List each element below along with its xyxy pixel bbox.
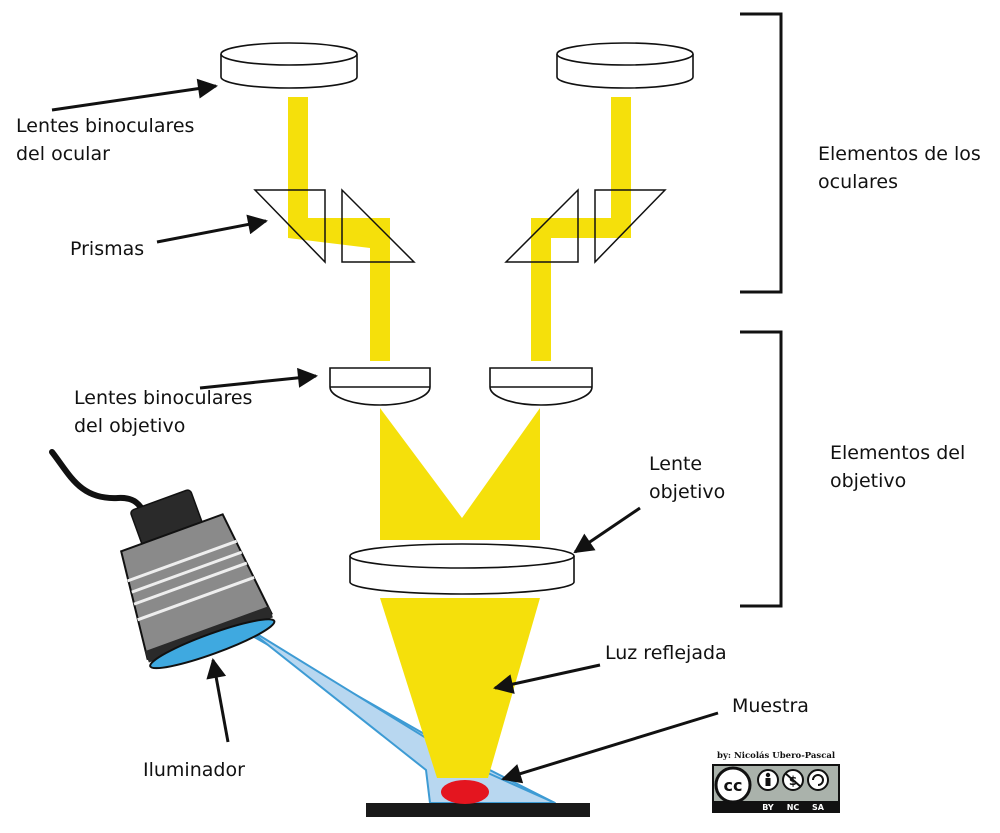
sample [441,780,489,804]
right-objective-lens [489,367,593,406]
label-sample: Muestra [732,695,809,717]
arrow-sample [501,711,719,784]
label-eyepiece-lenses-line1: Lentes binoculares [16,115,194,137]
license-nc: NC [787,803,800,812]
license-by: BY [762,803,774,812]
label-eyepiece-group-line2: oculares [818,171,898,193]
label-objective-lenses-line1: Lentes binoculares [74,387,252,409]
reflected-light-beam [380,598,540,778]
label-eyepiece-lenses-line2: del ocular [16,143,110,165]
right-prisms [504,188,667,264]
label-objective-lens-line2: objetivo [649,481,725,503]
arrow-illuminator [206,658,230,743]
label-objective-lens-line1: Lente [649,453,702,475]
sharealike-icon [807,769,829,791]
author-credit: by: Nicolás Ubero-Pascal [717,750,836,761]
right-light-path [531,97,631,361]
cc-license-badge[interactable]: cc $ BY NC SA [712,764,840,813]
light-beam-v [380,408,540,540]
arrow-eyepiece-lenses [51,78,218,112]
license-sa: SA [812,803,825,812]
label-illuminator: Iluminador [143,759,245,781]
label-eyepiece-group-line1: Elementos de los [818,143,981,165]
left-objective-lens [329,367,431,406]
left-eyepiece-lens [220,42,358,89]
label-objective-lenses-line2: del objetivo [74,415,185,437]
arrow-objective-lenses [199,367,318,390]
right-eyepiece-lens [556,42,694,89]
illuminator-cable [49,449,149,518]
cc-icon [714,766,752,804]
arrow-prisms [156,214,268,244]
label-objective-group-line2: objetivo [830,470,906,492]
label-reflected-light: Luz reflejada [605,642,727,664]
objective-group-bracket [740,330,783,608]
stage [366,803,590,817]
illuminator [49,449,276,670]
label-prisms: Prismas [70,238,144,260]
label-objective-group-line1: Elementos del [830,442,965,464]
left-light-path-diag [288,218,370,248]
main-objective-lens [349,543,575,595]
left-prisms [253,188,416,264]
eyepiece-group-bracket [740,12,783,294]
arrow-reflected-light [493,663,601,694]
arrow-objective-lens [573,506,641,554]
cc-logo-text: cc [724,776,743,795]
